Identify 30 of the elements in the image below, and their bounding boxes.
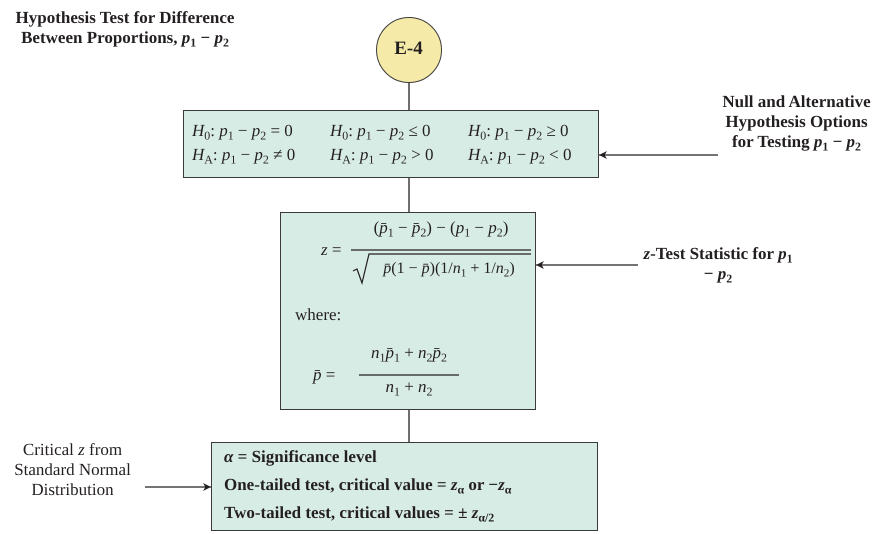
- rule-text: One-tailed test, critical value = z$_{α}$ or −z$_{α}$: [224, 475, 512, 495]
- annotation-label: Critical z from Standard Normal Distribution: [13, 440, 132, 500]
- diagram-title: Hypothesis Test for Difference Between Proportions, p$_{1}$ − p$_{2}$: [14, 8, 236, 48]
- test-statistic-box: [280, 212, 536, 410]
- connector-line: [408, 178, 410, 212]
- hypothesis-box: [183, 110, 599, 178]
- connector-line: [408, 410, 410, 442]
- hypothesis-formula: H$_{0}$: p$_{1}$ − p$_{2}$ ≤ 0: [330, 121, 431, 141]
- formula-text: n$_{1}$ + n$_{2}$: [386, 377, 432, 397]
- hypothesis-formula: H$_{A}$: p$_{1}$ − p$_{2}$ > 0: [330, 145, 434, 165]
- arrow: [536, 261, 638, 269]
- rule-text: α = Significance level: [224, 447, 377, 467]
- connector-line: [408, 83, 410, 110]
- annotation-label: z-Test Statistic for p$_{1}$ − p$_{2}$: [642, 244, 794, 284]
- formula-text: z =: [321, 240, 342, 260]
- formula-text: p̄(1 − p̄)(1/n$_{1}$ + 1/n$_{2}$): [383, 259, 515, 279]
- formula-text: where:: [295, 305, 342, 325]
- formula-text: p̄ =: [313, 365, 336, 385]
- arrow: [599, 151, 718, 159]
- arrow: [145, 483, 211, 491]
- step-code: E-4: [393, 39, 424, 59]
- formula-text: n$_{1}$p̄$_{1}$ + n$_{2}$p̄$_{2}$: [371, 343, 447, 363]
- hypothesis-formula: H$_{A}$: p$_{1}$ − p$_{2}$ ≠ 0: [192, 145, 296, 165]
- critical-value-box: [211, 442, 598, 531]
- formula-text: (p̄$_{1}$ − p̄$_{2}$) − (p$_{1}$ − p$_{2}$): [374, 218, 508, 238]
- rule-text: Two-tailed test, critical values = ± z$_{α/2}$: [224, 503, 494, 523]
- hypothesis-formula: H$_{0}$: p$_{1}$ − p$_{2}$ = 0: [192, 121, 293, 141]
- hypothesis-formula: H$_{0}$: p$_{1}$ − p$_{2}$ ≥ 0: [468, 121, 569, 141]
- annotation-label: Null and Alternative Hypothesis Options for Testing p$_{1}$ − p$_{2}$: [721, 92, 872, 152]
- hypothesis-formula: H$_{A}$: p$_{1}$ − p$_{2}$ < 0: [468, 145, 572, 165]
